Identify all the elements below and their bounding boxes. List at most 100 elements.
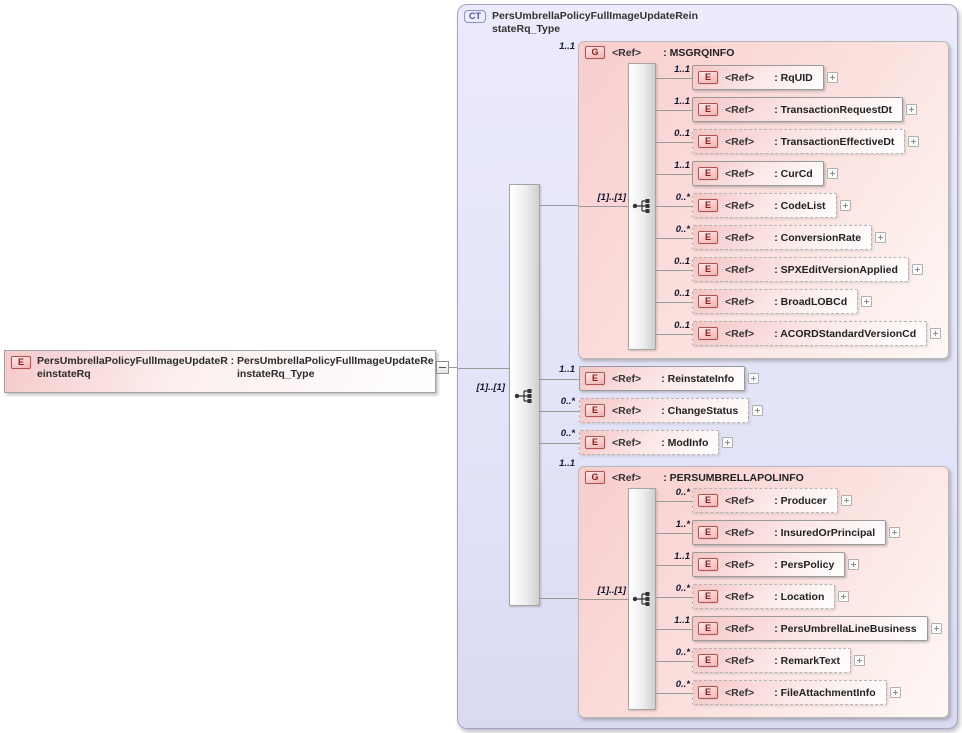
connector-line [458, 368, 509, 369]
root-element-box[interactable]: E PersUmbrellaPolicyFullImageUpdateReins… [4, 350, 436, 393]
expand-icon[interactable] [875, 232, 887, 243]
cardinality-label: 0..* [675, 647, 690, 658]
complex-type-icon: CT [464, 10, 486, 23]
ref-label: <Ref> [725, 327, 755, 340]
connector-line [656, 501, 692, 502]
group-box-persumbrellapolinfo[interactable]: G <Ref> : PERSUMBRELLAPOLINFO [1]..[1] 0… [578, 466, 949, 718]
element-box-changestatus[interactable]: E <Ref> : ChangeStatus [579, 398, 750, 423]
cardinality-label: 1..1 [559, 41, 575, 52]
connector-line [579, 599, 628, 600]
element-box-spxeditversionapplied[interactable]: E <Ref> : SPXEditVersionApplied [692, 257, 909, 282]
element-box-transactionrequestdt[interactable]: E <Ref> : TransactionRequestDt [692, 97, 904, 122]
element-box-location[interactable]: E <Ref> : Location [692, 584, 836, 609]
cardinality-label: 0..* [560, 428, 575, 439]
cardinality-label: 0..* [560, 396, 575, 407]
expand-icon[interactable] [722, 437, 734, 448]
element-icon: E [585, 436, 605, 449]
expand-icon[interactable] [930, 623, 942, 634]
ref-label: <Ref> [725, 494, 755, 507]
expand-icon[interactable] [748, 373, 760, 384]
expand-icon[interactable] [889, 527, 901, 538]
expand-icon[interactable] [848, 559, 860, 570]
element-box-rquid[interactable]: E <Ref> : RqUID [692, 65, 824, 90]
expand-icon[interactable] [853, 655, 865, 666]
connector-line [540, 205, 578, 206]
element-name: : TransactionEffectiveDt [774, 135, 895, 148]
cardinality-label: 0..* [675, 583, 690, 594]
ref-label: <Ref> [725, 71, 755, 84]
ref-label: <Ref> [725, 167, 755, 180]
expand-icon[interactable] [906, 104, 918, 115]
element-name: : ModInfo [661, 436, 709, 449]
expand-icon[interactable] [826, 168, 838, 179]
cardinality-label: 0..* [675, 487, 690, 498]
connector-line [656, 142, 692, 143]
element-box-codelist[interactable]: E <Ref> : CodeList [692, 193, 837, 218]
cardinality-label: 0..1 [674, 256, 690, 267]
cardinality-label: 0..1 [674, 320, 690, 331]
sequence-bar[interactable] [628, 488, 656, 710]
cardinality-label: 1..1 [674, 64, 690, 75]
element-box-acordstandardversioncd[interactable]: E <Ref> : ACORDStandardVersionCd [692, 321, 928, 346]
element-box-transactioneffectivedt[interactable]: E <Ref> : TransactionEffectiveDt [692, 129, 906, 154]
expand-icon[interactable] [838, 591, 850, 602]
element-icon: E [698, 71, 718, 84]
ref-label: <Ref> [725, 295, 755, 308]
expand-icon[interactable] [908, 136, 920, 147]
group-name: : MSGRQINFO [663, 46, 735, 59]
element-box-insuredorprincipal[interactable]: E <Ref> : InsuredOrPrincipal [692, 520, 887, 545]
expand-icon[interactable] [861, 296, 873, 307]
element-box-conversionrate[interactable]: E <Ref> : ConversionRate [692, 225, 873, 250]
cardinality-label: 1..1 [674, 615, 690, 626]
element-name: : FileAttachmentInfo [774, 686, 876, 699]
element-icon: E [585, 372, 605, 385]
element-icon: E [698, 231, 718, 244]
expand-icon[interactable] [826, 72, 838, 83]
expand-icon[interactable] [911, 264, 923, 275]
connector-line [540, 443, 579, 444]
root-element-type: : PersUmbrellaPolicyFullImageUpdateReins… [230, 355, 434, 380]
expand-icon[interactable] [840, 495, 852, 506]
connector-line [656, 597, 692, 598]
expand-icon[interactable] [930, 328, 942, 339]
connector-line [656, 270, 692, 271]
element-icon: E [698, 558, 718, 571]
expand-icon[interactable] [752, 405, 764, 416]
element-box-reinstateinfo[interactable]: E <Ref> : ReinstateInfo [579, 366, 746, 391]
sequence-cardinality: [1]..[1] [597, 192, 627, 203]
element-box-fileattachmentinfo[interactable]: E <Ref> : FileAttachmentInfo [692, 680, 887, 705]
element-icon: E [698, 263, 718, 276]
element-box-remarktext[interactable]: E <Ref> : RemarkText [692, 648, 851, 673]
element-name: : TransactionRequestDt [774, 103, 893, 116]
connector-line [656, 693, 692, 694]
cardinality-label: 0..* [675, 224, 690, 235]
group-icon: G [585, 471, 605, 484]
cardinality-label: 0..1 [674, 128, 690, 139]
expand-icon[interactable] [839, 200, 851, 211]
element-box-curcd[interactable]: E <Ref> : CurCd [692, 161, 824, 186]
element-box-broadlobcd[interactable]: E <Ref> : BroadLOBCd [692, 289, 859, 314]
cardinality-label: 0..* [675, 192, 690, 203]
sequence-icon [514, 389, 532, 403]
element-name: : ReinstateInfo [661, 372, 735, 385]
ref-label: <Ref> [725, 654, 755, 667]
group-icon: G [585, 46, 605, 59]
element-icon: E [698, 103, 718, 116]
element-icon: E [585, 404, 605, 417]
complex-type-box[interactable]: CT PersUmbrellaPolicyFullImageUpdateRein… [457, 4, 958, 729]
connector-line [579, 206, 628, 207]
sequence-icon [632, 592, 650, 606]
group-box-msgrqinfo[interactable]: G <Ref> : MSGRQINFO [1]..[1] 1..1 E <Ref… [578, 41, 949, 359]
connector-line [656, 238, 692, 239]
element-box-modinfo[interactable]: E <Ref> : ModInfo [579, 430, 720, 455]
sequence-cardinality: [1]..[1] [476, 382, 506, 393]
sequence-cardinality: [1]..[1] [597, 585, 627, 596]
element-box-persumbrellalinebusiness[interactable]: E <Ref> : PersUmbrellaLineBusiness [692, 616, 928, 641]
element-box-perspolicy[interactable]: E <Ref> : PersPolicy [692, 552, 846, 577]
expand-icon[interactable] [889, 687, 901, 698]
element-box-producer[interactable]: E <Ref> : Producer [692, 488, 838, 513]
collapse-toggle-icon[interactable] [436, 361, 449, 374]
group-header: G <Ref> : PERSUMBRELLAPOLINFO [585, 471, 804, 484]
element-icon: E [698, 494, 718, 507]
cardinality-label: 0..1 [674, 288, 690, 299]
